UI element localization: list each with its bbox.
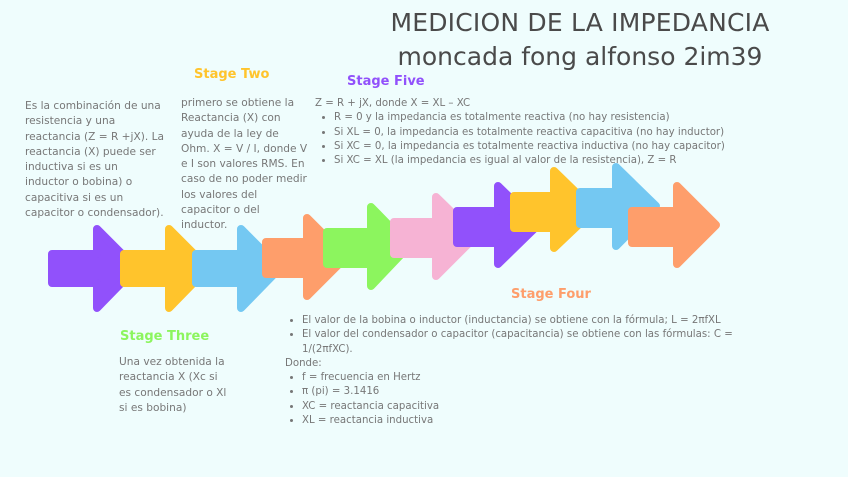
stage-two-text: primero se obtiene la Reactancia (X) con… [181,97,308,232]
page-subtitle: moncada fong alfonso 2im39 [397,42,763,71]
list-item: XC = reactancia capacitiva [302,400,765,414]
list-item: XL = reactancia inductiva [302,414,765,428]
stage-three-text: Una vez obtenida la reactancia X (Xc si … [119,356,227,414]
list-item: f = frecuencia en Hertz [302,371,765,385]
list-item: Si XC = XL (la impedancia es igual al va… [334,154,735,168]
list-item: El valor de la bobina o inductor (induct… [302,314,765,328]
arrow-icon [48,225,140,312]
list-item: Si XC = 0, la impedancia es totalmente r… [334,140,735,154]
arrow-icon [192,225,284,312]
arrow-icon [628,182,720,268]
list-item: π (pi) = 3.1416 [302,385,765,399]
list-item: El valor del condensador o capacitor (ca… [302,328,765,357]
list-item: R = 0 y la impedancia es totalmente reac… [334,111,735,125]
list-item: Si XL = 0, la impedancia es totalmente r… [334,126,735,140]
stage-five-content: Z = R + jX, donde X = XL – XC R = 0 y la… [315,97,735,168]
stage-five-intro: Z = R + jX, donde X = XL – XC [315,98,471,109]
stage-four-list-top: El valor de la bobina o inductor (induct… [285,314,765,357]
arrow-icon [323,203,413,290]
donde-label: Donde: [285,357,322,369]
stage-three-title: Stage Three [120,329,210,344]
stage-five-list: R = 0 y la impedancia es totalmente reac… [315,111,735,168]
arrow-icon [120,225,212,312]
stage-two-title: Stage Two [194,67,270,82]
arrow-icon [510,167,598,252]
stage-four-list-bottom: f = frecuencia en Hertz π (pi) = 3.1416 … [285,371,765,428]
stage-four-title: Stage Four [511,287,591,302]
page-title: MEDICION DE LA IMPEDANCIA [390,8,770,37]
stage-one-text: Es la combinación de una resistencia y u… [25,100,165,220]
stage-five-title: Stage Five [347,74,425,89]
stage-four-content: El valor de la bobina o inductor (induct… [285,314,765,428]
